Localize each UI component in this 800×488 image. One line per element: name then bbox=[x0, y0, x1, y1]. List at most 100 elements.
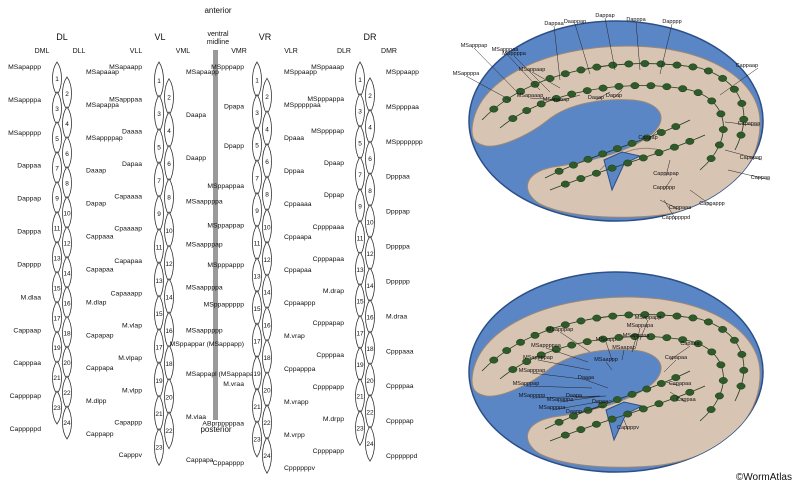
cell-lineage-label: M.vrapp bbox=[284, 399, 309, 406]
muscle-cell-number: 8 bbox=[265, 192, 269, 199]
cell-lineage-label: Dapppa bbox=[17, 229, 41, 236]
muscle-cell-number: 14 bbox=[63, 270, 71, 277]
leader-line bbox=[504, 51, 541, 91]
muscle-nucleus bbox=[737, 350, 747, 358]
muscle-cell: 21 bbox=[52, 360, 62, 395]
muscle-cell-number: 13 bbox=[53, 255, 61, 262]
muscle-nucleus bbox=[646, 333, 656, 341]
muscle-nucleus bbox=[624, 311, 634, 319]
leader-line bbox=[531, 395, 601, 399]
muscle-cell-number: 9 bbox=[55, 196, 59, 203]
cell-lineage-label: Cappapa bbox=[186, 457, 214, 464]
muscle-cell-number: 3 bbox=[255, 110, 259, 117]
muscle-nucleus bbox=[654, 400, 664, 408]
muscle-nucleus bbox=[688, 63, 698, 71]
muscle-cell-outline bbox=[52, 390, 62, 425]
muscle-cell-number: 23 bbox=[53, 405, 61, 412]
leader-line bbox=[473, 47, 521, 96]
quadrant-row-label: VLL bbox=[130, 48, 143, 55]
embryo-cell-label: Daapa bbox=[566, 393, 583, 399]
embryo-cell-label: MSappapa bbox=[627, 323, 655, 329]
muscle-cell: 14 bbox=[262, 273, 272, 311]
muscle-cell-number: 9 bbox=[358, 204, 362, 211]
muscle-cell-number: 18 bbox=[63, 330, 71, 337]
muscle-cell-number: 23 bbox=[155, 445, 163, 452]
cell-lineage-label: M.vrpp bbox=[284, 432, 305, 439]
cell-lineage-label: Capapaa bbox=[114, 258, 142, 265]
muscle-nucleus bbox=[516, 338, 525, 346]
muscle-nucleus bbox=[630, 333, 640, 341]
embryo-cell-label: MSappppp bbox=[519, 393, 546, 399]
muscle-nucleus bbox=[716, 361, 726, 369]
muscle-nucleus bbox=[536, 100, 546, 108]
muscle-cell-number: 4 bbox=[167, 128, 171, 135]
cell-lineage-label: M.draa bbox=[386, 313, 407, 320]
cell-lineage-label: MSapappa bbox=[86, 102, 119, 109]
muscle-cell-number: 18 bbox=[165, 361, 173, 368]
cell-lineage-label: M.drap bbox=[323, 288, 344, 295]
muscle-nucleus bbox=[718, 74, 728, 82]
muscle-nucleus bbox=[614, 333, 624, 341]
muscle-cell-number: 12 bbox=[63, 241, 71, 248]
leader-line bbox=[585, 379, 609, 389]
muscle-cell: 11 bbox=[355, 219, 365, 256]
cell-lineage-label: MSppaapp bbox=[284, 69, 317, 76]
cell-lineage-label: MSappppap bbox=[86, 135, 123, 142]
muscle-cell-outline bbox=[62, 405, 72, 440]
quadrant-row-label: DLR bbox=[337, 48, 351, 55]
muscle-nucleus bbox=[576, 66, 586, 74]
muscle-cell-number: 3 bbox=[358, 109, 362, 116]
muscle-cell-number: 16 bbox=[165, 328, 173, 335]
embryo-cell-label: MSapaaap bbox=[517, 93, 544, 99]
embryo-cell-label: MSappppa bbox=[539, 405, 567, 411]
muscle-cell: 10 bbox=[262, 208, 272, 246]
muscle-nucleus bbox=[598, 401, 608, 409]
leader-line bbox=[555, 94, 581, 103]
muscle-cell-number: 11 bbox=[254, 241, 261, 248]
embryo-cell-label: MSapaaap bbox=[543, 97, 570, 103]
leader-line bbox=[529, 97, 561, 101]
cell-lineage-label: ABprpppppaa bbox=[202, 420, 244, 427]
leader-line bbox=[663, 177, 673, 191]
muscle-cell-number: 20 bbox=[263, 388, 271, 395]
cell-lineage-label: Cppppaaa bbox=[313, 224, 345, 231]
muscle-cell-number: 18 bbox=[263, 355, 271, 362]
muscle-nucleus bbox=[707, 97, 717, 105]
muscle-nucleus bbox=[612, 145, 622, 153]
muscle-nucleus bbox=[569, 161, 578, 169]
muscle-nucleus bbox=[554, 167, 564, 175]
muscle-nucleus bbox=[583, 155, 593, 163]
cell-lineage-label: Cppppppd bbox=[386, 453, 418, 460]
cell-lineage-label: MSapappp bbox=[8, 64, 41, 71]
leader-line bbox=[465, 75, 511, 101]
muscle-cell: 6 bbox=[365, 140, 375, 177]
muscle-nucleus bbox=[638, 405, 648, 413]
muscle-nucleus bbox=[714, 392, 724, 400]
cell-lineage-label: MSppappap bbox=[207, 222, 244, 229]
muscle-cell-number: 24 bbox=[63, 420, 71, 427]
muscle-cell: 11 bbox=[52, 210, 62, 246]
muscle-nucleus bbox=[489, 356, 499, 364]
muscle-cell: 19 bbox=[252, 355, 262, 393]
cell-lineage-label: Daapa bbox=[186, 112, 206, 119]
muscle-cell: 4 bbox=[62, 106, 72, 141]
muscle-cell: 1 bbox=[52, 61, 62, 96]
cell-lineage-label: Cppppapp bbox=[313, 384, 345, 391]
leader-line bbox=[604, 17, 616, 71]
embryo-cell-label: Daappap bbox=[564, 19, 586, 25]
cell-lineage-label: Capaaapp bbox=[111, 290, 143, 297]
embryo-cell-label: Dapppa bbox=[626, 17, 646, 23]
muscle-cell-number: 8 bbox=[167, 195, 171, 202]
embryo-cell-label: MSaapap bbox=[612, 345, 636, 351]
muscle-nucleus bbox=[560, 70, 570, 78]
muscle-nucleus bbox=[706, 406, 716, 413]
cell-lineage-label: Capappp bbox=[114, 420, 142, 427]
muscle-cell-number: 15 bbox=[155, 311, 163, 318]
muscle-cell-number: 15 bbox=[356, 299, 364, 306]
muscle-nucleus bbox=[560, 321, 570, 329]
muscle-nucleus bbox=[729, 336, 739, 344]
embryo-cell-label: Dappaa bbox=[544, 21, 564, 27]
cell-lineage-label: M.vlap bbox=[122, 323, 142, 330]
cell-lineage-label: Capaaaa bbox=[114, 193, 142, 200]
leader-line bbox=[559, 395, 603, 403]
